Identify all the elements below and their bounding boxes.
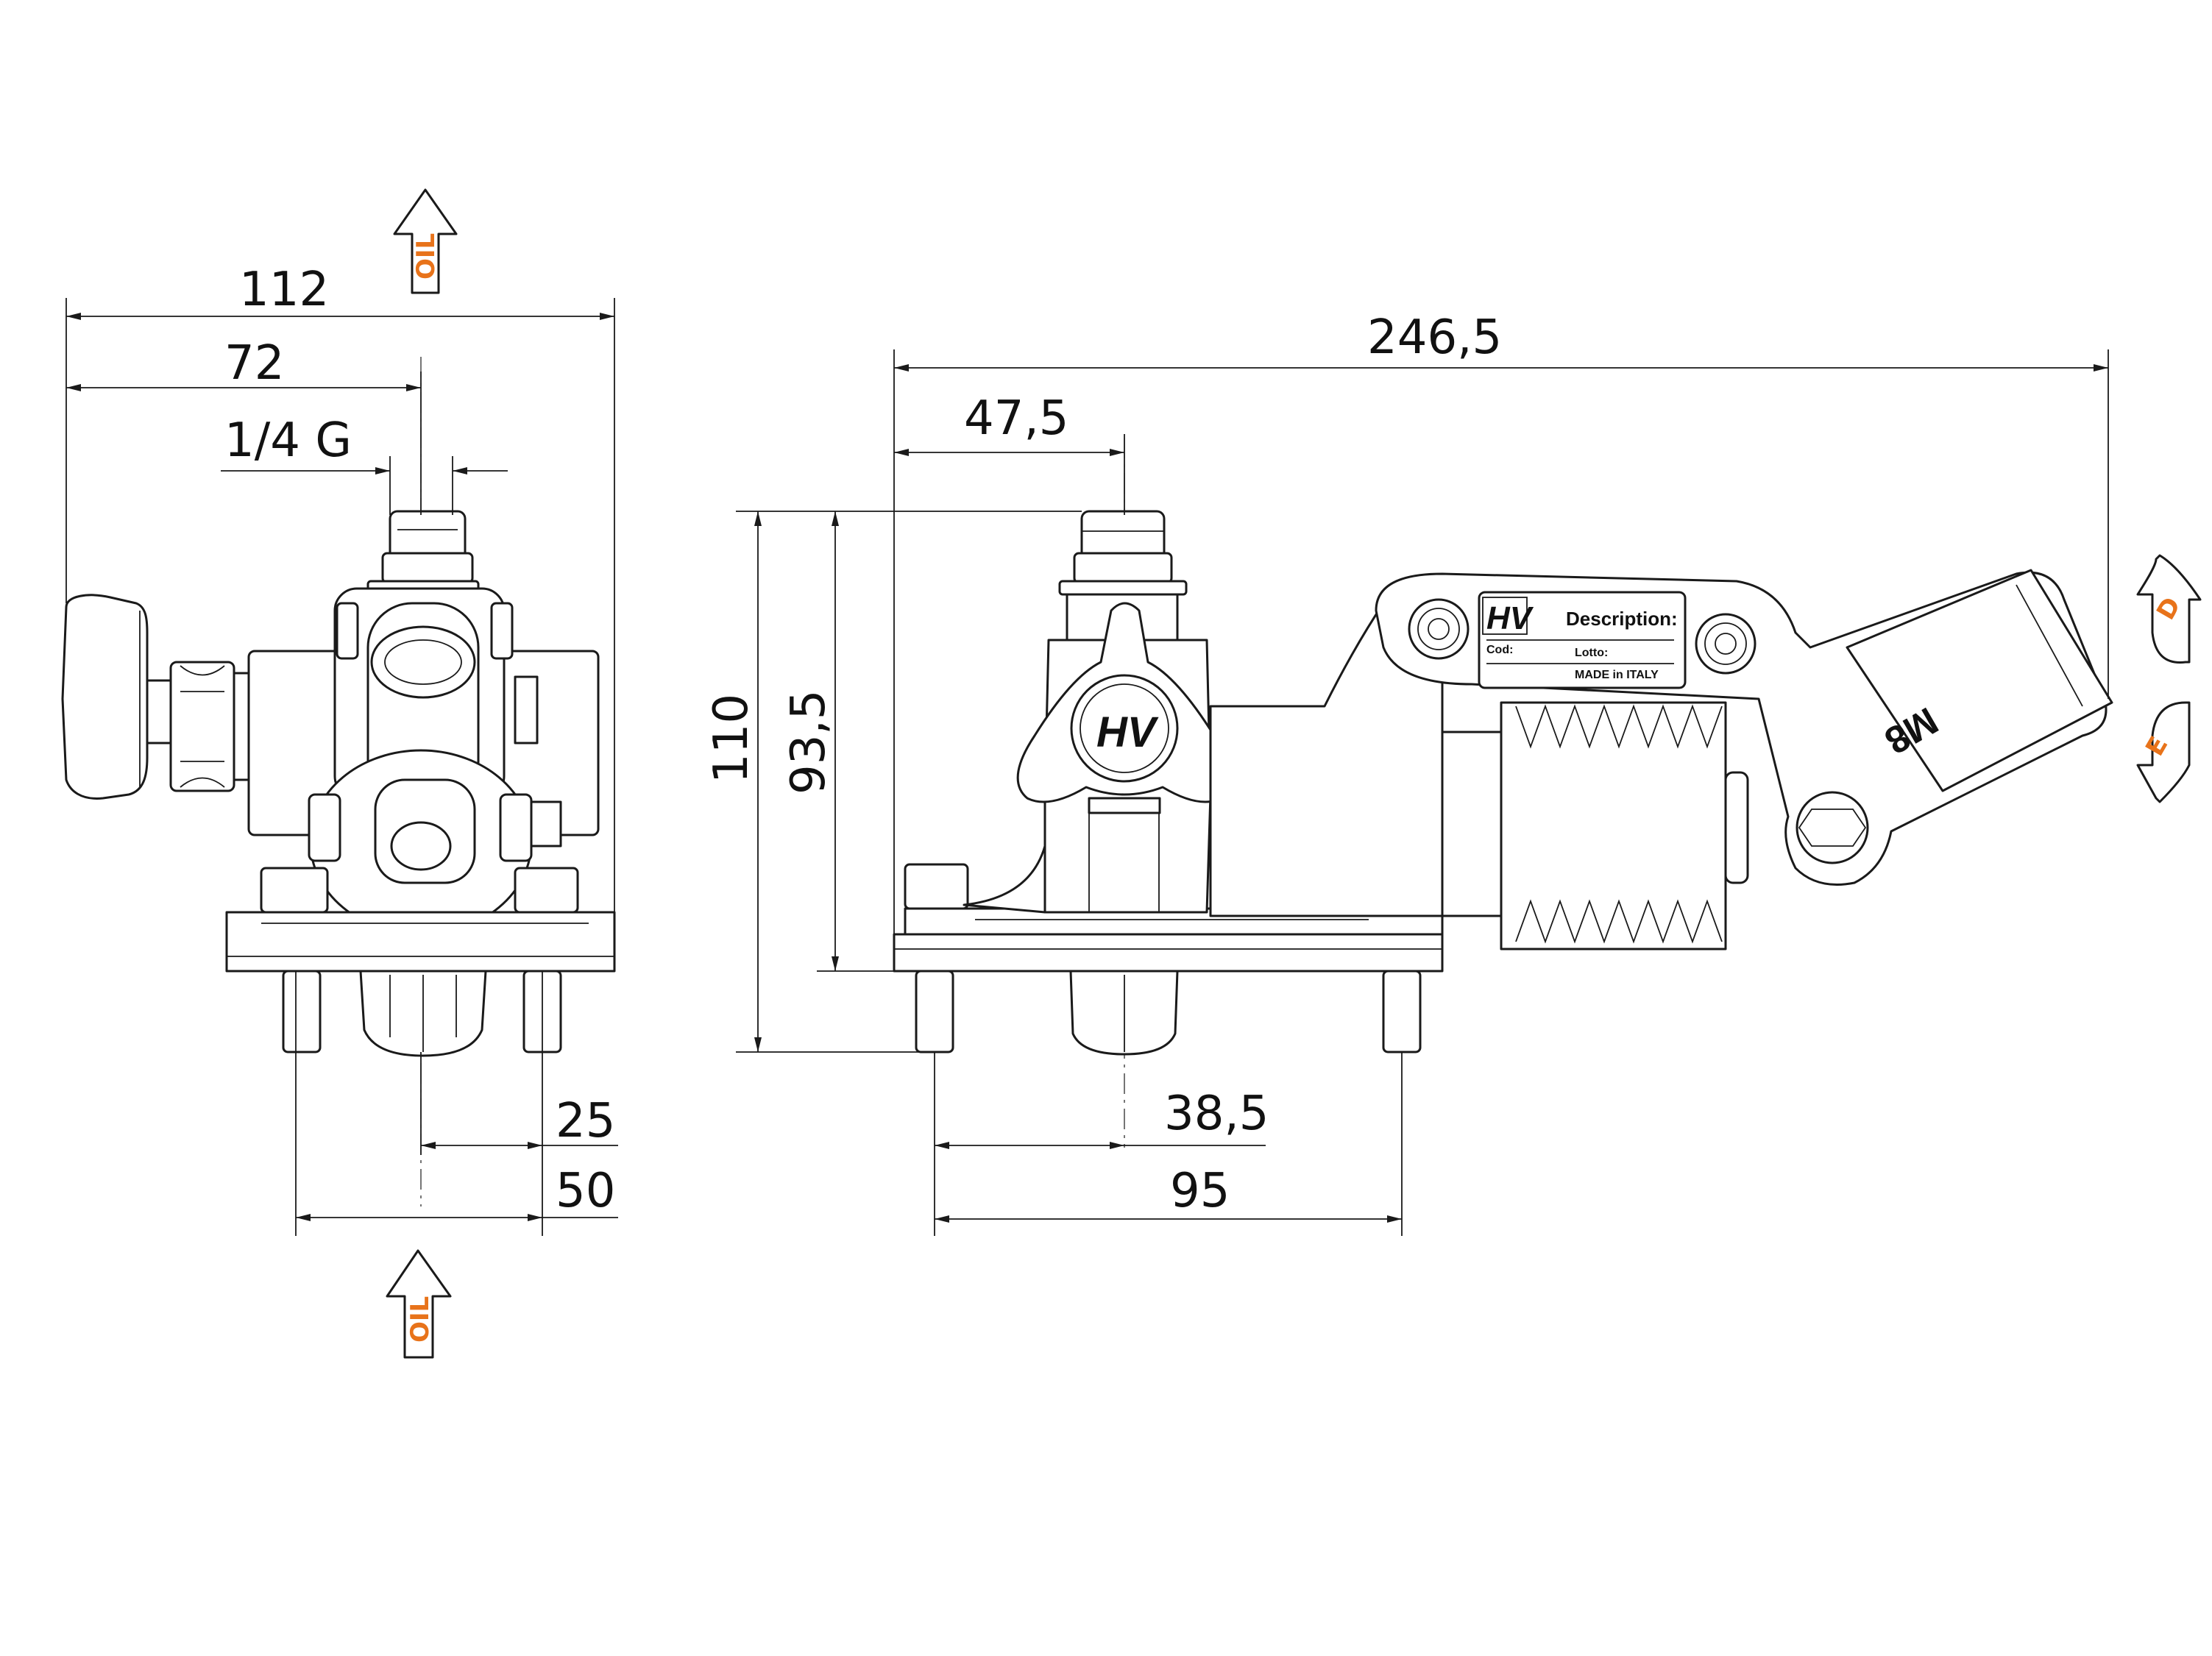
direction-up-label: D [2151, 592, 2187, 625]
dim-bolt-half: 25 [556, 1094, 615, 1148]
plate-cod-label: Cod: [1486, 644, 1513, 656]
plate-logo: HV [1486, 600, 1534, 636]
knob-logo: HV [1096, 708, 1159, 756]
direction-down-label: E [2140, 731, 2174, 761]
front-view: 112 72 1/4 G 25 50 OIL OIL [61, 188, 618, 1359]
side-bellows-pump [1209, 587, 1749, 950]
dim-port-size: 1/4 G [224, 413, 352, 468]
dim-height-base: 93,5 [781, 690, 836, 795]
oil-label-top: OIL [411, 233, 441, 280]
oil-flow-arrow-bottom: OIL [386, 1249, 452, 1359]
dim-inlet-offset: 47,5 [964, 391, 1069, 446]
dim-overall-length: 246,5 [1367, 310, 1502, 365]
front-base-plate [225, 867, 616, 973]
direction-down-arrow: E [2136, 701, 2191, 803]
direction-up-arrow: D [2136, 554, 2202, 664]
front-lower-swivel [308, 749, 562, 936]
dim-center-offset: 72 [224, 336, 284, 391]
oil-label-bottom: OIL [405, 1296, 435, 1343]
dim-bolt-spacing-side: 95 [1170, 1164, 1230, 1218]
dim-bolt-offset: 38,5 [1164, 1087, 1269, 1141]
plate-description-label: Description: [1566, 608, 1678, 630]
front-hex-nut [169, 661, 235, 792]
side-view: HV M8 [704, 310, 2202, 1236]
plate-lotto-label: Lotto: [1575, 647, 1608, 659]
front-inlet-fitting [366, 510, 480, 596]
front-handle-knob [61, 594, 149, 800]
dim-overall-width: 112 [239, 263, 329, 317]
side-id-plate: HV Description: Cod: Lotto: MADE in ITAL… [1478, 591, 1687, 689]
side-tri-lobe-knob: HV [1016, 602, 1233, 814]
dim-height-total: 110 [704, 694, 759, 783]
dim-bolt-spacing: 50 [556, 1164, 615, 1218]
oil-flow-arrow-top: OIL [393, 188, 458, 294]
plate-origin: MADE in ITALY [1575, 669, 1659, 681]
